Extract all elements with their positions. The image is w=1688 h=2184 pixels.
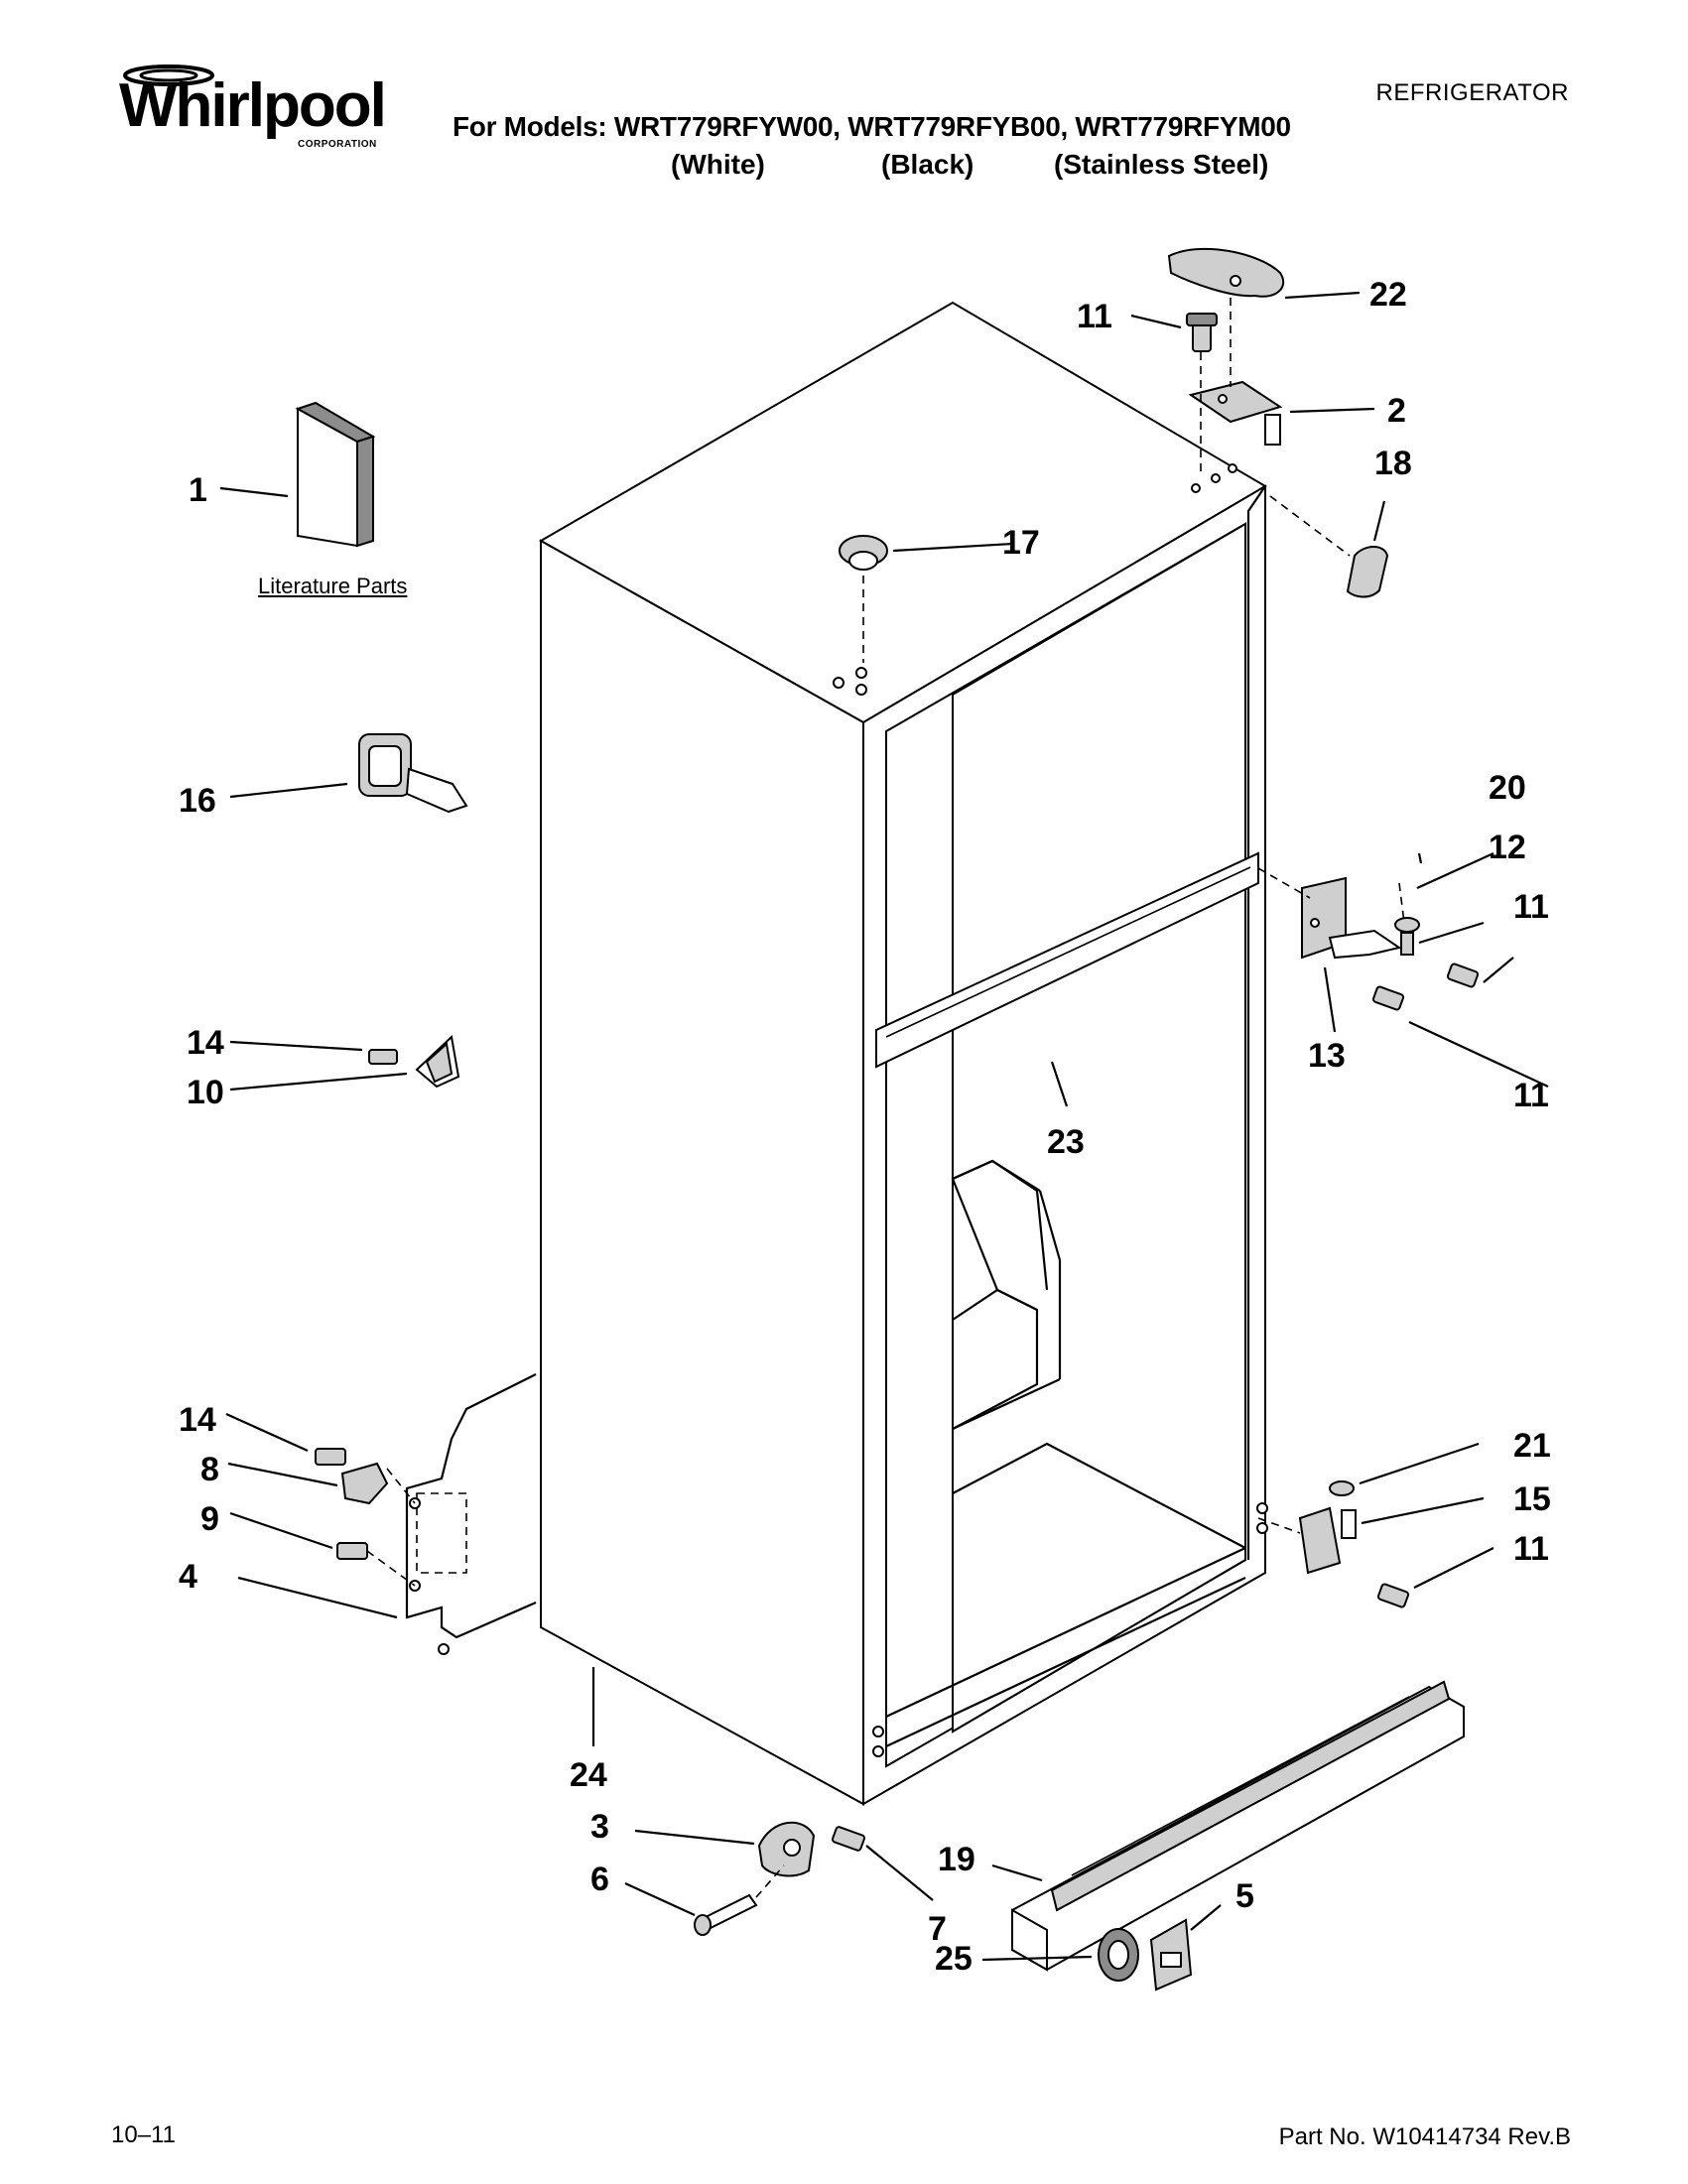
callout-1: 1 bbox=[189, 471, 207, 509]
callout-24: 24 bbox=[570, 1756, 607, 1794]
callout-11-mid-lower: 11 bbox=[1513, 1077, 1549, 1114]
callout-23: 23 bbox=[1047, 1123, 1085, 1161]
callout-3: 3 bbox=[590, 1808, 609, 1846]
callout-13: 13 bbox=[1308, 1037, 1346, 1075]
revision-date: 10–11 bbox=[111, 2121, 176, 2148]
callout-8: 8 bbox=[200, 1451, 219, 1488]
callout-22: 22 bbox=[1369, 276, 1407, 314]
callout-25: 25 bbox=[935, 1940, 973, 1978]
variant-black: (Black) bbox=[881, 149, 974, 180]
callout-2: 2 bbox=[1387, 392, 1406, 430]
callout-16: 16 bbox=[179, 782, 216, 820]
callouts: 1 22 11 2 18 17 16 20 12 11 13 11 23 14 … bbox=[179, 276, 1551, 1978]
alignment-lines bbox=[366, 298, 1405, 1898]
top-hinge-screw bbox=[1186, 313, 1218, 352]
bottom-screw bbox=[832, 1826, 865, 1852]
leveling-pin bbox=[694, 1893, 758, 1936]
hinge-cover bbox=[1167, 247, 1285, 298]
variant-white: (White) bbox=[671, 149, 765, 180]
callout-15: 15 bbox=[1513, 1480, 1551, 1518]
top-hinge bbox=[1188, 380, 1283, 446]
roller-bracket bbox=[1149, 1918, 1193, 1991]
callout-11-top: 11 bbox=[1077, 298, 1112, 335]
models-line: For Models: WRT779RFYW00, WRT779RFYB00, … bbox=[453, 111, 1291, 142]
leader-lines bbox=[219, 291, 1549, 1962]
literature-parts-label: Literature Parts bbox=[258, 574, 408, 598]
callout-14-lower: 14 bbox=[179, 1401, 216, 1439]
callout-5: 5 bbox=[1235, 1877, 1254, 1915]
front-roller bbox=[1098, 1928, 1139, 1982]
center-hinge-assembly bbox=[1301, 876, 1480, 1011]
literature-part bbox=[295, 401, 376, 548]
callout-9: 9 bbox=[200, 1500, 219, 1538]
callout-19: 19 bbox=[938, 1841, 975, 1878]
upper-left-bracket bbox=[368, 1034, 460, 1089]
whirlpool-logo bbox=[111, 64, 374, 163]
bottom-hinge-assembly bbox=[1298, 1480, 1410, 1608]
callout-18: 18 bbox=[1374, 445, 1412, 482]
document-category: REFRIGERATOR bbox=[1375, 79, 1569, 106]
base-grille bbox=[1011, 1680, 1465, 1972]
lower-left-hinge-area bbox=[315, 1373, 537, 1655]
cabinet-body bbox=[538, 301, 1268, 1806]
hinge-trim bbox=[1346, 546, 1389, 598]
top-plug bbox=[839, 535, 888, 571]
part-number: Part No. W10414734 Rev.B bbox=[1278, 2123, 1571, 2150]
brand-subtitle: CORPORATION bbox=[298, 139, 377, 150]
brand-wordmark: Whirlpool bbox=[119, 71, 387, 140]
variant-stainless: (Stainless Steel) bbox=[1054, 149, 1269, 180]
callout-20: 20 bbox=[1489, 769, 1526, 807]
callout-21: 21 bbox=[1513, 1427, 1551, 1465]
callout-7: 7 bbox=[928, 1910, 947, 1948]
callout-11-bottom: 11 bbox=[1513, 1530, 1549, 1568]
callout-6: 6 bbox=[590, 1861, 609, 1898]
callout-4: 4 bbox=[179, 1558, 197, 1596]
bottom-front-bracket bbox=[757, 1821, 816, 1877]
callout-17: 17 bbox=[1002, 524, 1040, 562]
callout-11-mid-upper: 11 bbox=[1513, 888, 1549, 926]
callout-10: 10 bbox=[187, 1074, 224, 1111]
logo-swirl-icon bbox=[123, 64, 214, 86]
callout-14-upper: 14 bbox=[187, 1024, 224, 1062]
door-stop-pin bbox=[358, 733, 468, 814]
callout-12: 12 bbox=[1489, 829, 1526, 866]
